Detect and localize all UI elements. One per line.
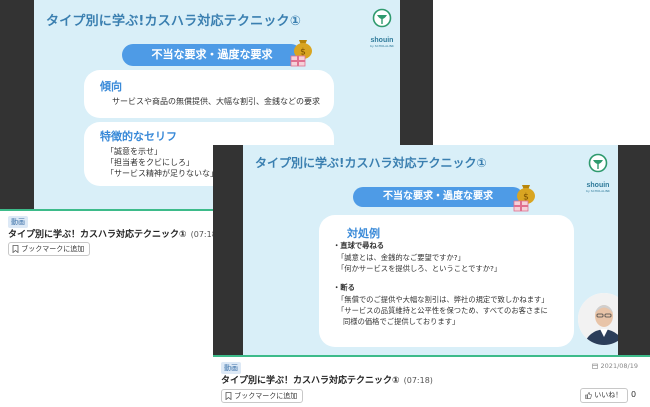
phrase-line: 「サービス精神が足りないな」 xyxy=(106,169,218,178)
slide-title: タイプ別に学ぶ!カスハラ対応テクニック① xyxy=(46,14,301,29)
progress-line xyxy=(213,355,650,357)
refuse-line: 同様の価格でご提供しております」 xyxy=(343,317,460,326)
badge-label: 動画 xyxy=(11,218,25,226)
moneybag-icon: $ xyxy=(288,36,318,72)
bookmark-icon xyxy=(225,392,232,400)
trend-text: サービスや商品の無償提供、大幅な割引、金銭などの要求 xyxy=(112,97,320,106)
video-duration: (07:18) xyxy=(190,230,220,239)
thumbs-up-icon xyxy=(585,391,592,399)
refuse-line: 「無償でのご提供や大幅な割引は、弊社の規定で致しかねます」 xyxy=(337,295,549,304)
shouin-logo: shouin by SCHOLALINK xyxy=(369,8,395,48)
publish-date: 2021/08/19 xyxy=(592,362,638,370)
section-heading: 対処例 xyxy=(347,227,380,240)
svg-text:$: $ xyxy=(523,193,529,203)
calendar-icon xyxy=(592,363,599,369)
like-count: 0 xyxy=(631,390,637,399)
refuse-heading: ・断る xyxy=(333,283,355,292)
ask-heading: ・直球で尋ねる xyxy=(333,241,385,250)
video-badge: 動画 xyxy=(8,216,28,228)
logo-text: shouin xyxy=(370,37,394,44)
svg-text:$: $ xyxy=(300,48,306,58)
logo-subtext: by SCHOLALINK xyxy=(586,189,610,193)
trend-heading: 傾向 xyxy=(100,80,122,93)
moneybag-icon: $ xyxy=(511,181,541,217)
banner-label: 不当な要求・過度な要求 xyxy=(353,187,523,207)
bookmark-icon xyxy=(12,245,19,253)
response-examples-bubble: 対処例 ・直球で尋ねる 「誠意とは、金銭的なご要望ですか?」 「何かサービスを提… xyxy=(319,215,574,347)
slide-title: タイプ別に学ぶ!カスハラ対応テクニック① xyxy=(255,156,487,170)
phrases-heading: 特徴的なセリフ xyxy=(100,130,177,143)
bookmark-label: ブックマークに追加 xyxy=(21,245,85,253)
publish-date-text: 2021/08/19 xyxy=(600,362,638,370)
like-label: いいね！ xyxy=(594,391,623,399)
shouin-logo: shouin by SCHOLALINK xyxy=(585,153,611,193)
phrase-line: 「担当者をクビにしろ」 xyxy=(106,158,194,167)
video-card-front: タイプ別に学ぶ!カスハラ対応テクニック① shouin by SCHOLALIN… xyxy=(213,145,650,407)
refuse-line: 「サービスの品質維持と公平性を保つため、すべてのお客さまに xyxy=(337,306,548,315)
video-slide: タイプ別に学ぶ!カスハラ対応テクニック① shouin by SCHOLALIN… xyxy=(243,145,618,355)
badge-label: 動画 xyxy=(224,364,238,372)
phrase-line: 「誠意を示せ」 xyxy=(106,147,162,156)
video-player[interactable]: タイプ別に学ぶ!カスハラ対応テクニック① shouin by SCHOLALIN… xyxy=(213,145,650,355)
presenter-avatar xyxy=(578,293,618,345)
bookmark-button[interactable]: ブックマークに追加 xyxy=(221,389,304,403)
video-duration: (07:18) xyxy=(403,376,433,385)
bookmark-label: ブックマークに追加 xyxy=(234,392,298,400)
banner-label: 不当な要求・過度な要求 xyxy=(122,44,302,66)
video-title-text: タイプ別に学ぶ！カスハラ対応テクニック① xyxy=(221,376,400,386)
trend-bubble: 傾向 サービスや商品の無償提供、大幅な割引、金銭などの要求 xyxy=(84,70,334,118)
video-player[interactable]: タイプ別に学ぶ!カスハラ対応テクニック① shouin by SCHOLALIN… xyxy=(0,0,433,209)
logo-subtext: by SCHOLALINK xyxy=(370,44,394,48)
video-title[interactable]: タイプ別に学ぶ！カスハラ対応テクニック①(07:18) xyxy=(221,373,433,386)
logo-text: shouin xyxy=(586,182,610,189)
video-badge: 動画 xyxy=(221,362,241,374)
video-title-text: タイプ別に学ぶ！カスハラ対応テクニック① xyxy=(8,230,187,240)
ask-line: 「誠意とは、金銭的なご要望ですか?」 xyxy=(337,253,465,262)
ask-line: 「何かサービスを提供しろ、ということですか?」 xyxy=(337,264,502,273)
like-button[interactable]: いいね！ xyxy=(580,388,628,403)
video-title[interactable]: タイプ別に学ぶ！カスハラ対応テクニック①(07:18) xyxy=(8,227,220,240)
bookmark-button[interactable]: ブックマークに追加 xyxy=(8,242,91,256)
